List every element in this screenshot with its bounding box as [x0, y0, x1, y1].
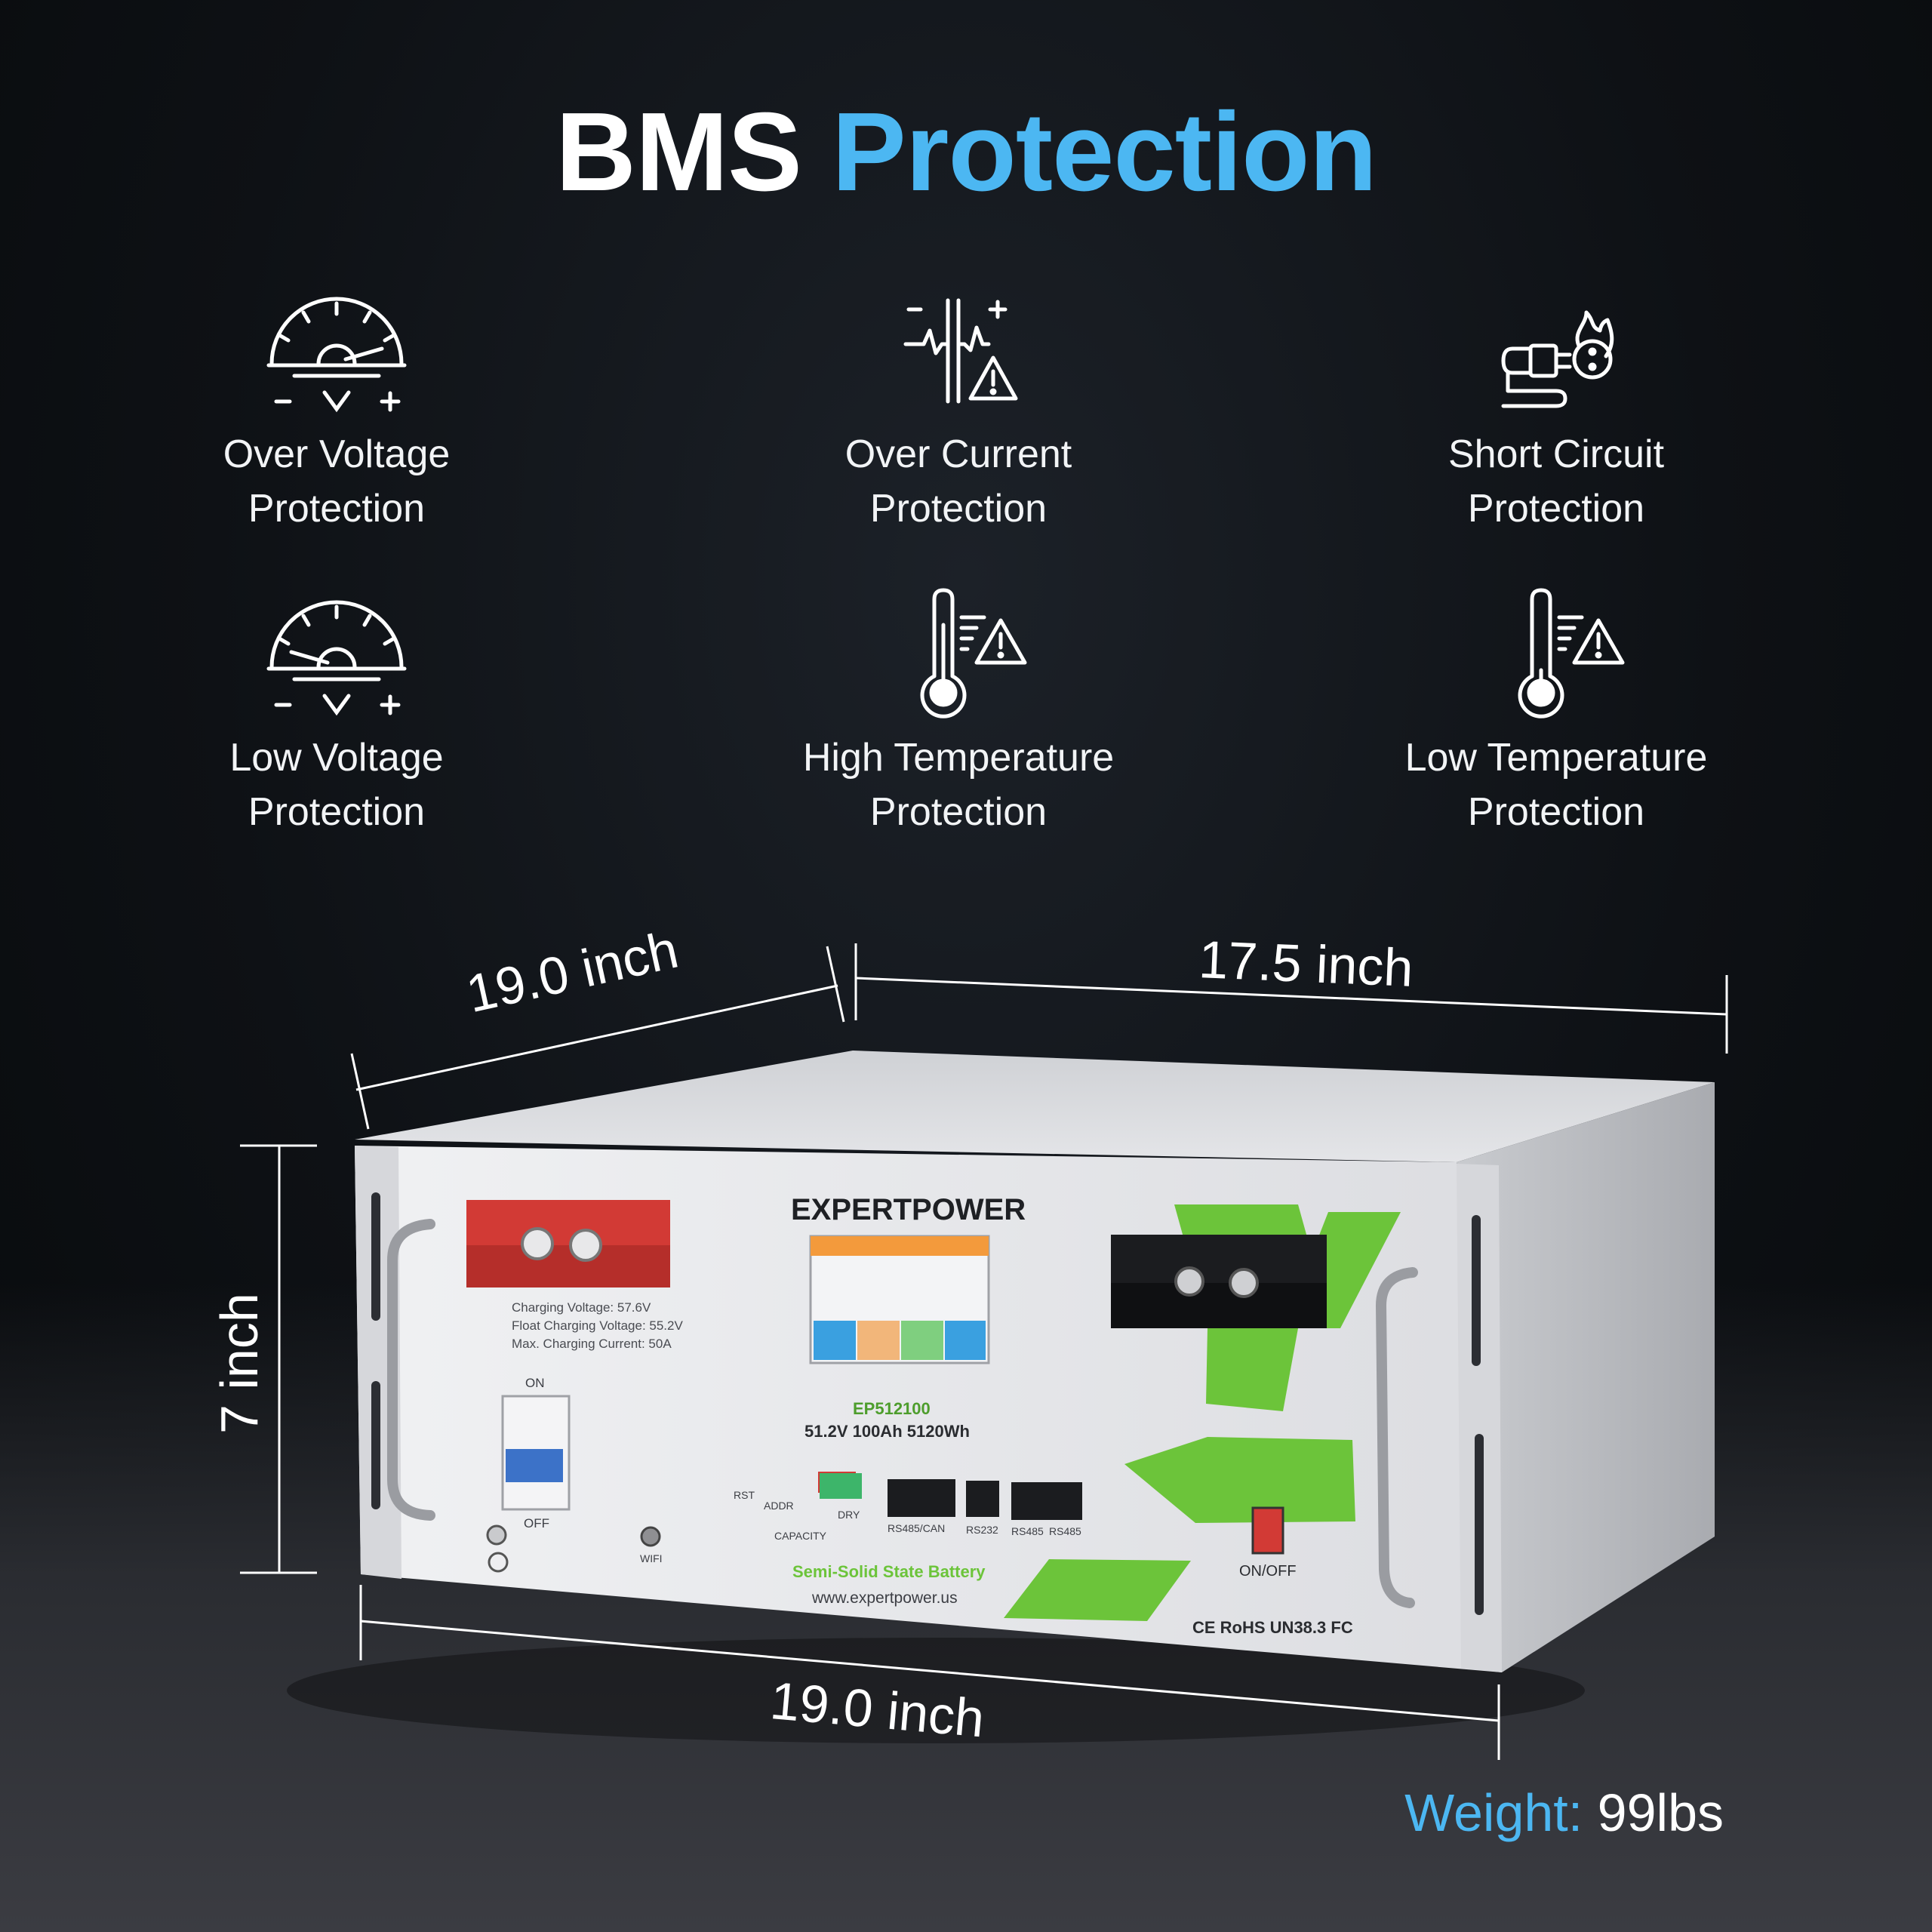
battery-top-face	[355, 1051, 1715, 1162]
voltage-gauge-icon	[266, 600, 407, 716]
feature-short-circuit: Short Circuit Protection	[1322, 296, 1790, 536]
battery-rating: 51.2V 100Ah 5120Wh	[804, 1422, 970, 1441]
right-ear-slot	[1472, 1215, 1481, 1366]
feature-subtitle: Protection	[1467, 487, 1645, 531]
port-label: RS485	[1049, 1525, 1081, 1537]
feature-title: Over Current	[844, 432, 1072, 476]
lcd-tab-system[interactable]	[945, 1321, 986, 1360]
right-ear-slot	[1475, 1434, 1484, 1615]
left-ear-slot	[371, 1381, 380, 1509]
feature-low-temperature: Low Temperature Protection	[1322, 587, 1790, 839]
lcd-tab-pack-info[interactable]	[814, 1321, 856, 1360]
wifi-antenna-icon	[640, 1526, 661, 1547]
port-rs232[interactable]	[966, 1481, 999, 1517]
power-switch-label: ON/OFF	[1239, 1563, 1297, 1580]
lcd-header-bar	[811, 1236, 989, 1256]
spec-float-voltage: Float Charging Voltage: 55.2V	[512, 1318, 683, 1333]
weight-info: Weight: 99lbs	[1404, 1783, 1724, 1843]
port-label: RS232	[966, 1524, 998, 1536]
feature-subtitle: Protection	[869, 790, 1048, 834]
feature-subtitle: Protection	[248, 487, 426, 531]
positive-terminal-base	[466, 1245, 670, 1287]
feature-subtitle: Protection	[248, 790, 426, 834]
depth-dimension-line	[355, 984, 838, 1091]
terminal-bolt-icon	[1174, 1266, 1204, 1297]
dry-contact-port[interactable]	[820, 1473, 862, 1499]
negative-terminal[interactable]	[1111, 1235, 1327, 1284]
spec-max-current: Max. Charging Current: 50A	[512, 1337, 672, 1351]
ground-screw-icon	[486, 1524, 507, 1546]
depth-tick-left	[350, 1053, 370, 1130]
weight-label: Weight:	[1404, 1783, 1583, 1842]
depth-tick-right	[826, 946, 845, 1023]
feature-low-voltage: Low Voltage Protection	[103, 599, 571, 839]
weight-value: 99lbs	[1597, 1783, 1724, 1842]
breaker-switch[interactable]	[506, 1449, 563, 1482]
brand-logo: EXPERTPOWER	[791, 1193, 1026, 1226]
short-circuit-plug-icon	[1501, 310, 1614, 408]
port-rs485[interactable]	[1011, 1482, 1082, 1520]
battery-side-face	[1457, 1082, 1715, 1672]
width-front-dimension-line	[360, 1620, 1500, 1722]
port-label: RST	[734, 1489, 755, 1501]
right-handle[interactable]	[1375, 1267, 1418, 1608]
feature-over-voltage: Over Voltage Protection	[103, 296, 571, 536]
terminal-bolt-icon	[1229, 1268, 1259, 1298]
port-label: CAPACITY	[774, 1530, 827, 1542]
ground-symbol-icon	[488, 1552, 509, 1573]
thermometer-warning-icon	[1518, 588, 1625, 718]
left-ear-slot	[371, 1192, 380, 1321]
title-protection: Protection	[832, 90, 1377, 214]
feature-title: Over Voltage	[223, 432, 451, 476]
feature-title: Short Circuit	[1447, 432, 1665, 476]
port-label: ADDR	[764, 1500, 794, 1512]
current-waveform-icon	[903, 298, 1018, 404]
width-top-dimension-line	[855, 977, 1727, 1016]
feature-title: High Temperature	[802, 736, 1115, 780]
feature-title: Low Temperature	[1404, 736, 1708, 780]
model-number: EP512100	[853, 1399, 931, 1418]
certifications: CE RoHS UN38.3 FC	[1192, 1618, 1353, 1637]
terminal-bolt-icon	[569, 1229, 602, 1262]
dimension-lines	[240, 943, 1728, 1760]
port-label: DRY	[838, 1509, 860, 1521]
port-label: RS485	[1011, 1525, 1044, 1537]
port-label: RS485/CAN	[888, 1522, 945, 1534]
breaker-off-label: OFF	[524, 1516, 549, 1531]
terminal-bolt-icon	[521, 1227, 554, 1260]
lcd-tab-status[interactable]	[857, 1321, 900, 1360]
spec-charging-voltage: Charging Voltage: 57.6V	[512, 1300, 651, 1315]
battery-shadow	[287, 1638, 1585, 1743]
brand-stripe	[1124, 1437, 1355, 1523]
title-bms: BMS	[555, 90, 802, 214]
battery-type: Semi-Solid State Battery	[792, 1562, 986, 1581]
feature-title: Low Voltage	[229, 736, 444, 780]
negative-terminal-base	[1111, 1283, 1327, 1328]
wifi-label: WIFI	[640, 1552, 663, 1564]
feature-subtitle: Protection	[1467, 790, 1645, 834]
brand-stripe	[1206, 1328, 1298, 1411]
brand-stripe	[1004, 1559, 1191, 1621]
page-title: BMS Protection	[0, 97, 1932, 208]
voltage-gauge-icon	[266, 297, 407, 413]
breaker-on-label: ON	[525, 1376, 545, 1390]
port-rs485-can[interactable]	[888, 1479, 955, 1517]
right-rack-ear	[1457, 1164, 1502, 1672]
feature-over-current: Over Current Protection	[724, 296, 1192, 536]
power-switch[interactable]	[1251, 1506, 1284, 1555]
lcd-tab-protect[interactable]	[901, 1321, 943, 1360]
height-label: 7 inch	[210, 1293, 269, 1434]
left-handle[interactable]	[387, 1219, 435, 1521]
width-top-label: 17.5 inch	[1197, 930, 1415, 998]
thermometer-warning-icon	[920, 588, 1027, 718]
feature-high-temperature: High Temperature Protection	[724, 587, 1192, 839]
feature-subtitle: Protection	[869, 487, 1048, 531]
website: www.expertpower.us	[811, 1589, 958, 1607]
positive-terminal[interactable]	[466, 1200, 670, 1253]
